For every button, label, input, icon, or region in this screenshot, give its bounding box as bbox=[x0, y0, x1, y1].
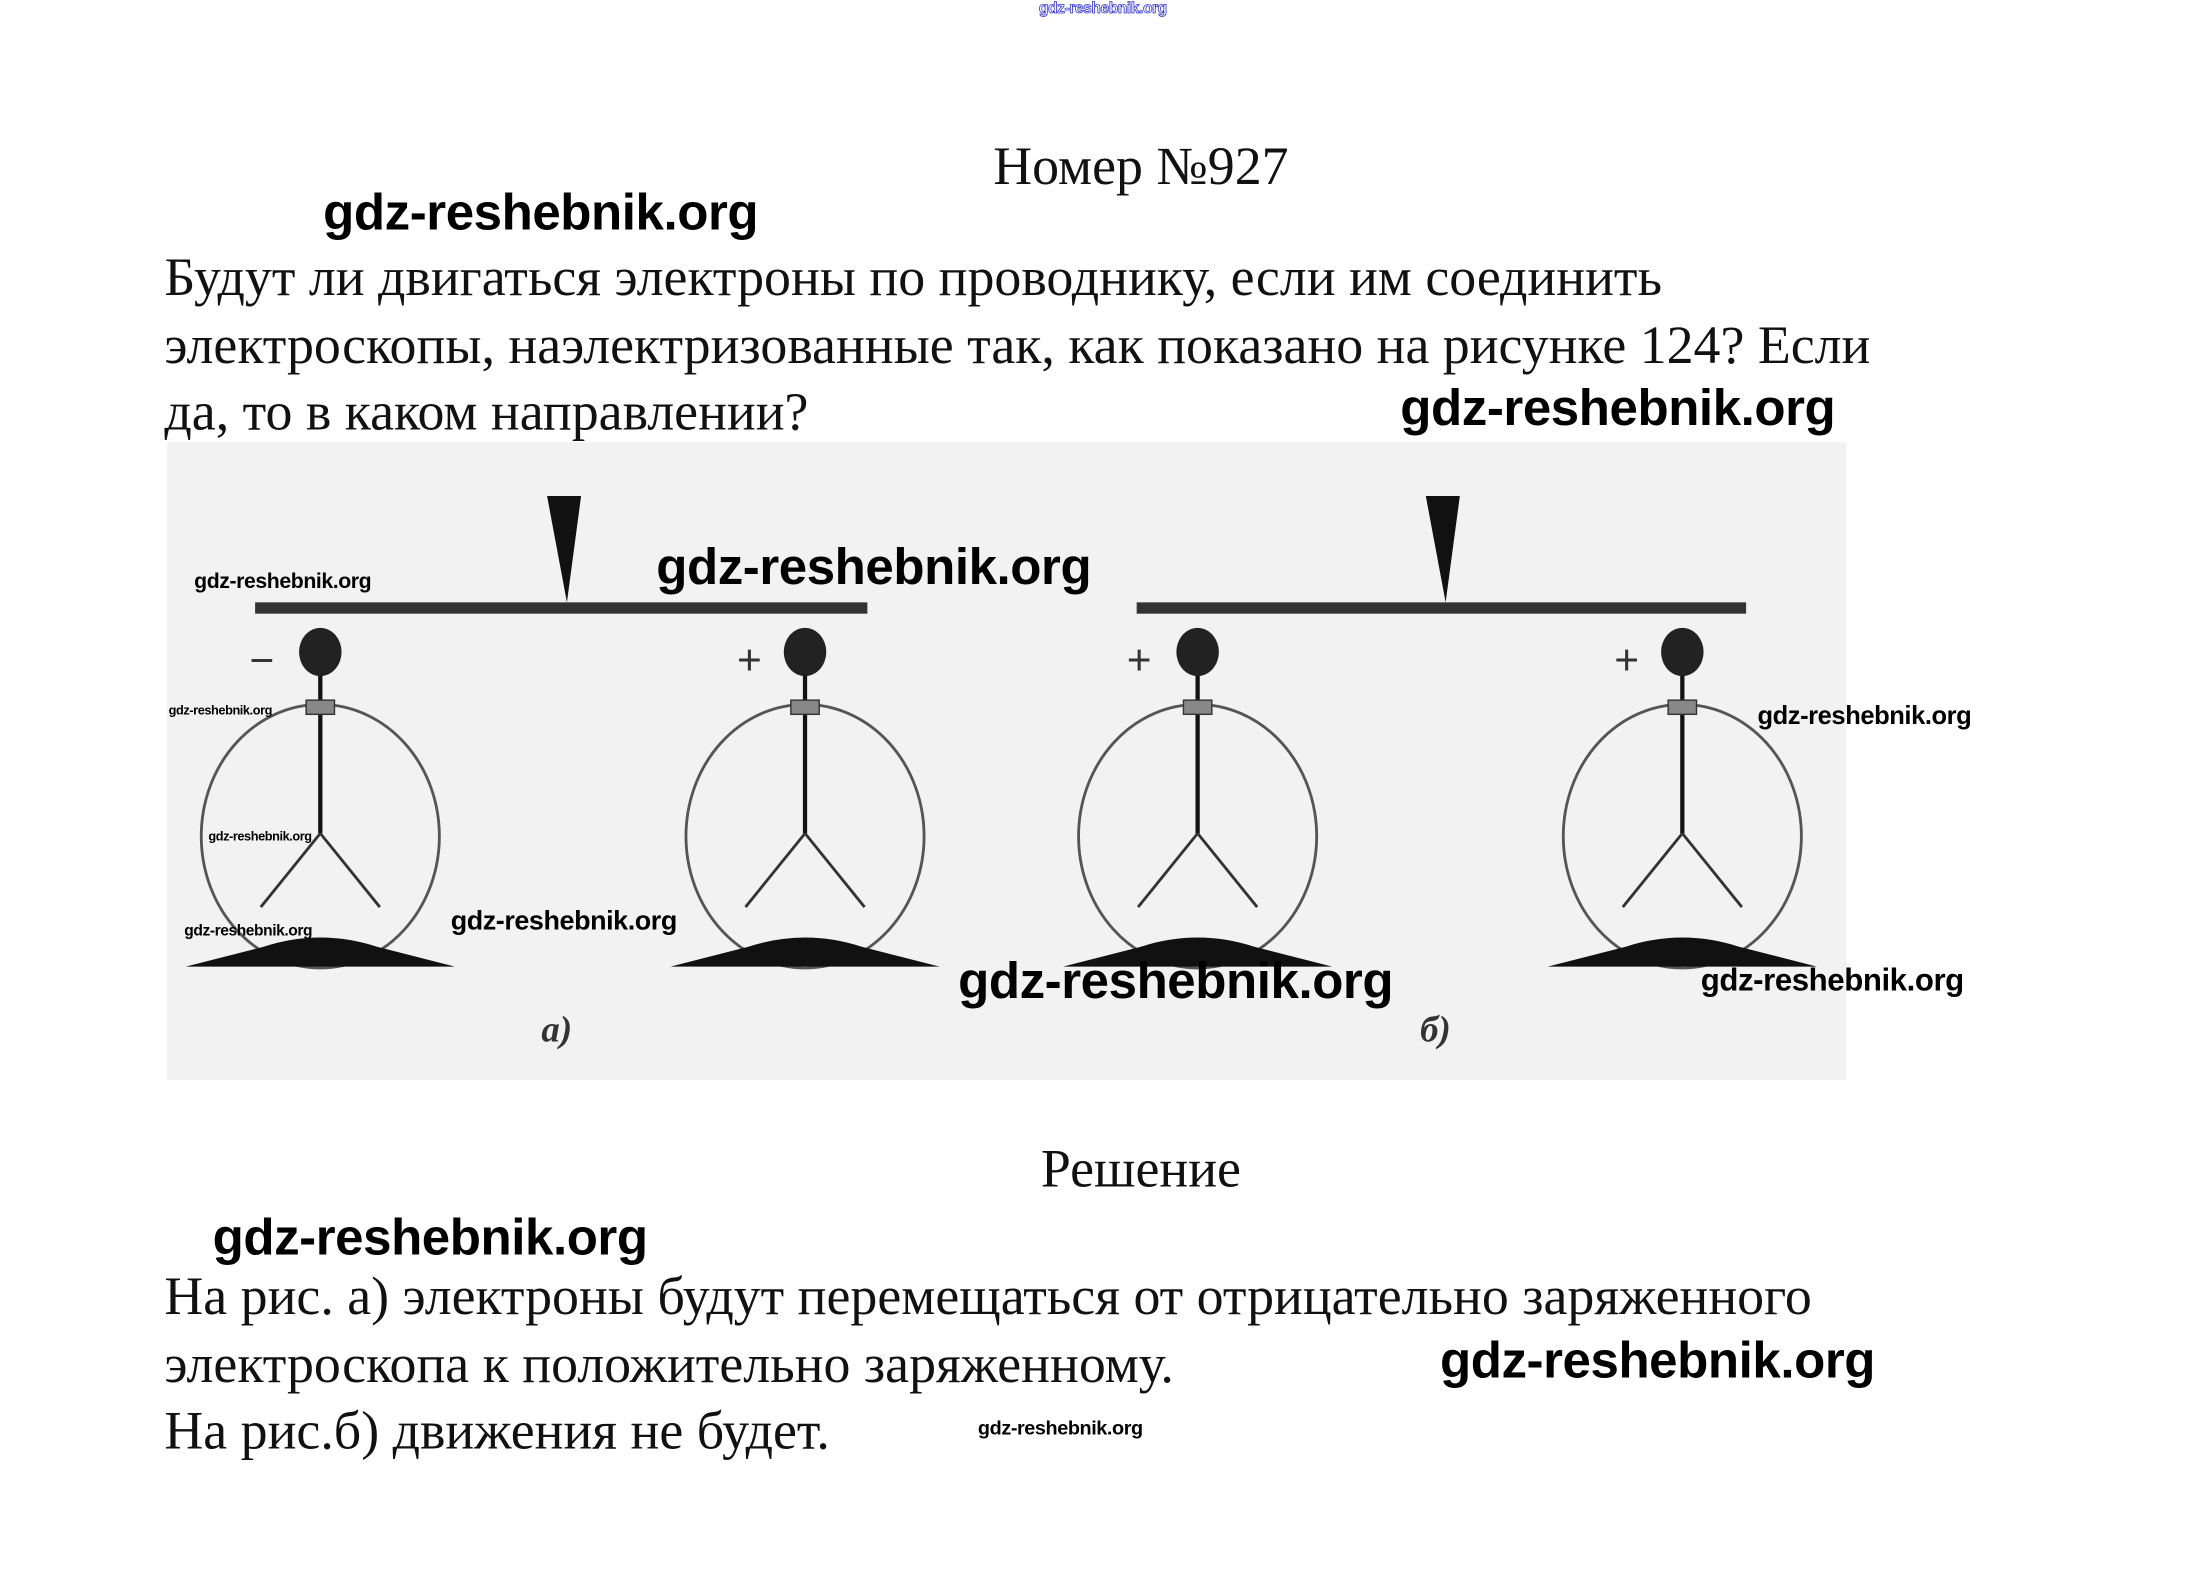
solution-line: На рис.б) движения не будет. bbox=[164, 1401, 830, 1462]
electroscopes bbox=[185, 627, 1817, 970]
insulating-handle bbox=[1425, 496, 1460, 603]
watermark: gdz-reshebnik.org bbox=[323, 182, 759, 241]
electroscope-leaf bbox=[803, 832, 866, 908]
electroscope-leaf bbox=[1681, 832, 1743, 908]
watermark: gdz-reshebnik.org bbox=[194, 569, 372, 594]
solution-line: На рис. а) электроны будут перемещаться … bbox=[164, 1267, 1812, 1327]
electroscope-ball bbox=[299, 627, 342, 677]
insulator-plug bbox=[1667, 699, 1698, 716]
electroscope-leaf bbox=[1621, 832, 1684, 908]
watermark: gdz-reshebnik.org bbox=[1700, 962, 1964, 998]
question-line: да, то в каком направлении? bbox=[164, 382, 809, 443]
conductor-rod bbox=[255, 602, 868, 614]
electroscope-leaf bbox=[259, 832, 322, 908]
question-line: электроскопы, наэлектризованные так, как… bbox=[164, 316, 1871, 376]
conductor-rod bbox=[1136, 602, 1747, 614]
figure-drawing: а) б) − + + + bbox=[185, 496, 1817, 1050]
charge-sign: + bbox=[1127, 638, 1152, 685]
charge-sign: + bbox=[737, 638, 762, 685]
solution-line: электроскопа к положительно заряженному. bbox=[164, 1335, 1174, 1395]
watermark: gdz-reshebnik.org bbox=[1400, 378, 1836, 437]
insulator-plug bbox=[790, 699, 820, 716]
watermark: gdz-reshebnik.org bbox=[208, 829, 312, 844]
electroscope-base bbox=[1547, 937, 1817, 967]
electroscope-leaf bbox=[319, 832, 381, 908]
watermark: gdz-reshebnik.org bbox=[656, 537, 1092, 596]
question-line: Будут ли двигаться электроны по проводни… bbox=[164, 248, 1663, 308]
watermark: gdz-reshebnik.org bbox=[450, 907, 678, 937]
panel-label-a: а) bbox=[541, 1009, 572, 1050]
watermark: gdz-reshebnik.org bbox=[1038, 0, 1167, 18]
insulator-plug bbox=[1182, 699, 1213, 716]
electroscope-base bbox=[185, 937, 455, 967]
electroscope-ball bbox=[1661, 627, 1704, 677]
insulator-plug bbox=[305, 699, 336, 716]
electroscope-leaf bbox=[1136, 832, 1199, 908]
watermark: gdz-reshebnik.org bbox=[168, 702, 273, 718]
watermark: gdz-reshebnik.org bbox=[212, 1207, 648, 1266]
electroscope-leaf bbox=[744, 832, 807, 908]
electroscope-leaf bbox=[1196, 832, 1259, 908]
insulating-handle bbox=[547, 496, 582, 603]
electroscope-base bbox=[670, 937, 940, 967]
charge-sign: + bbox=[1614, 638, 1639, 685]
page-title: Номер №927 bbox=[993, 137, 1289, 198]
watermark: gdz-reshebnik.org bbox=[958, 951, 1394, 1010]
electroscope-figure: а) б) − + + + bbox=[167, 442, 1847, 1080]
electroscope-ball bbox=[1176, 627, 1219, 677]
panel-label-b: б) bbox=[1420, 1009, 1451, 1050]
watermark: gdz-reshebnik.org bbox=[1439, 1330, 1875, 1389]
electroscope-ball bbox=[783, 627, 827, 677]
solution-heading: Решение bbox=[1040, 1139, 1241, 1200]
charge-sign: − bbox=[249, 638, 274, 685]
watermark: gdz-reshebnik.org bbox=[184, 922, 313, 940]
watermark: gdz-reshebnik.org bbox=[977, 1415, 1143, 1439]
electroscope-base bbox=[1062, 937, 1333, 967]
watermark: gdz-reshebnik.org bbox=[1757, 701, 1972, 730]
